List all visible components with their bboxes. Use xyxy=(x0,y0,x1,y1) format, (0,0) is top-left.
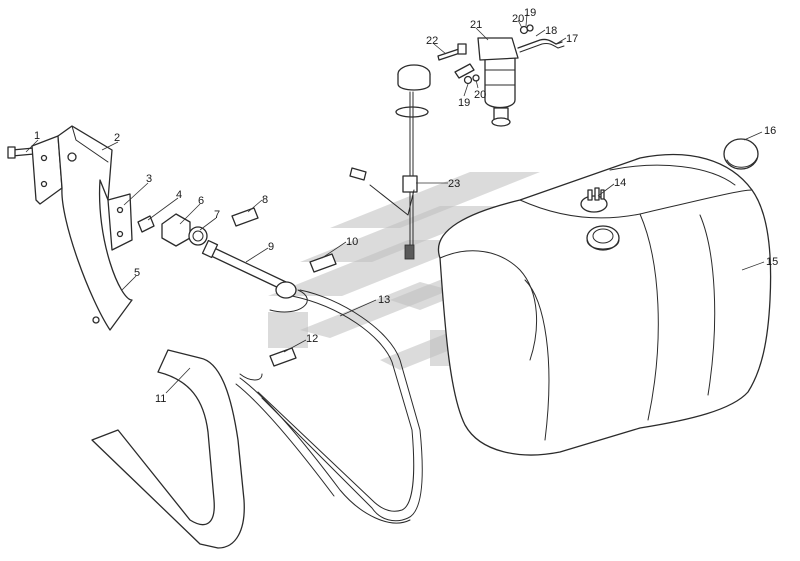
callout-12: 12 xyxy=(306,333,318,345)
callout-16: 16 xyxy=(764,125,776,137)
sleeves xyxy=(231,207,337,367)
callout-17: 17 xyxy=(566,33,578,45)
callout-22: 22 xyxy=(426,35,438,47)
callout-20-bottom: 20 xyxy=(474,89,486,101)
callout-6: 6 xyxy=(198,195,204,207)
callout-15: 15 xyxy=(766,256,778,268)
callout-11: 11 xyxy=(155,393,166,405)
tank-cap xyxy=(723,138,759,170)
strap-13 xyxy=(235,289,423,524)
callout-5: 5 xyxy=(134,267,140,279)
callout-20-top: 20 xyxy=(512,13,524,25)
long-bolt xyxy=(201,239,297,299)
bolt-1 xyxy=(7,146,35,159)
fuel-filter-assembly xyxy=(437,24,565,127)
callout-7: 7 xyxy=(214,209,220,221)
callout-8: 8 xyxy=(262,194,268,206)
callout-2: 2 xyxy=(114,132,120,144)
sender-flange xyxy=(580,187,608,213)
mounting-bracket xyxy=(31,125,133,331)
filler-neck xyxy=(586,225,620,251)
callout-14: 14 xyxy=(614,177,626,189)
callout-13: 13 xyxy=(378,294,390,306)
callout-3: 3 xyxy=(146,173,152,185)
fuel-tank xyxy=(437,153,772,456)
strap-11 xyxy=(91,349,245,549)
callout-1: 1 xyxy=(34,130,40,142)
callout-19-top: 19 xyxy=(524,7,536,19)
callout-10: 10 xyxy=(346,236,358,248)
leader-lines xyxy=(25,13,765,394)
callout-labels: 1 2 3 4 5 6 7 8 9 10 11 12 13 14 15 16 1… xyxy=(34,7,778,405)
callout-19-bottom: 19 xyxy=(458,97,470,109)
rubber-pad xyxy=(107,193,133,251)
callout-23: 23 xyxy=(448,178,460,190)
callout-21: 21 xyxy=(470,19,482,31)
nut-and-washers xyxy=(137,213,208,247)
callout-18: 18 xyxy=(545,25,557,37)
callout-4: 4 xyxy=(176,189,182,201)
callout-9: 9 xyxy=(268,241,274,253)
fuel-level-sender xyxy=(349,64,431,260)
